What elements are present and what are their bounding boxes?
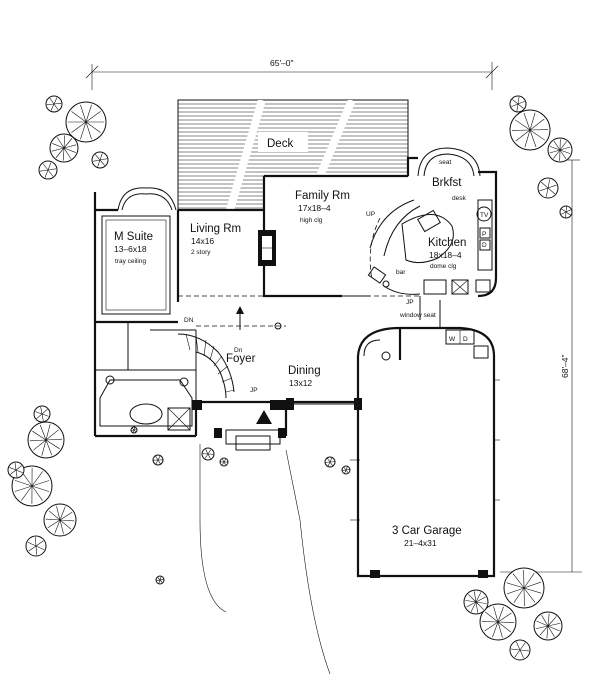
- tree: [537, 177, 559, 199]
- brkfst-label: Brkfst: [432, 177, 462, 189]
- dryer-label: D: [463, 336, 468, 343]
- width-dimension: 65'–0": [85, 58, 499, 90]
- kitchen-size: 18x18–4: [429, 250, 462, 260]
- tree: [45, 95, 63, 113]
- garage-size: 21–4x31: [404, 538, 437, 548]
- tree: [152, 454, 164, 466]
- pantry-label: P: [482, 231, 486, 238]
- dining-label: Dining: [288, 365, 321, 377]
- tree: [49, 133, 79, 163]
- bar-label: bar: [396, 269, 406, 276]
- family-room-label: Family Rm: [295, 190, 350, 202]
- tv-label: TV: [480, 212, 489, 219]
- tree: [25, 535, 47, 557]
- fireplace: [258, 230, 276, 266]
- tree: [155, 575, 165, 585]
- msuite-bay: [101, 187, 177, 315]
- deck: Deck: [177, 99, 409, 211]
- up-label: UP: [366, 211, 375, 218]
- msuite-size: 13–6x18: [114, 244, 147, 254]
- tree: [341, 465, 351, 475]
- msuite-note: tray ceiling: [115, 258, 146, 265]
- family-room-size: 17x18–4: [298, 203, 331, 213]
- dishwasher-label: D: [482, 242, 487, 249]
- brkfst-desk: desk: [452, 195, 466, 202]
- tree: [65, 101, 107, 143]
- kitchen-label: Kitchen: [428, 237, 466, 249]
- tree: [219, 457, 229, 467]
- window-seat-label: window seat: [399, 312, 436, 319]
- depth-dimension-label: 68'–4": [560, 354, 570, 378]
- tree: [324, 456, 336, 468]
- msuite-label: M Suite: [114, 231, 153, 243]
- tree: [533, 611, 563, 641]
- garage-details: [286, 379, 500, 578]
- kitchen-area: [342, 147, 493, 361]
- dn-label: DN: [184, 317, 194, 324]
- tree: [27, 421, 65, 459]
- tree: [38, 160, 58, 180]
- family-room-note: high clg: [300, 217, 323, 224]
- tree: [201, 447, 215, 461]
- tree: [503, 567, 545, 609]
- tree: [91, 151, 109, 169]
- tree: [130, 426, 138, 434]
- washer-label: W: [449, 336, 456, 343]
- living-room-size: 14x16: [191, 236, 214, 246]
- jp-foyer-label: JP: [250, 387, 258, 394]
- tree: [463, 589, 489, 615]
- kitchen-note: dome clg: [430, 263, 457, 270]
- walkway: [199, 444, 331, 674]
- tree: [43, 503, 77, 537]
- tree: [7, 461, 25, 479]
- tree: [509, 95, 527, 113]
- tree: [33, 405, 51, 423]
- foyer-entry: [192, 400, 286, 451]
- living-room-note: 2 story: [191, 249, 211, 256]
- tree: [547, 137, 573, 163]
- width-dimension-label: 65'–0": [270, 58, 294, 68]
- dining-size: 13x12: [289, 378, 312, 388]
- depth-dimension: 68'–4": [500, 159, 582, 573]
- landscaping-trees: [7, 95, 573, 661]
- tree: [559, 205, 573, 219]
- garage-label: 3 Car Garage: [392, 525, 462, 537]
- jp-kitchen-label: JP: [406, 299, 414, 306]
- living-room-label: Living Rm: [190, 223, 241, 235]
- brkfst-seat: seat: [439, 159, 451, 166]
- tree: [509, 109, 551, 151]
- foyer-label: Foyer: [226, 353, 256, 365]
- stairs: [177, 306, 282, 399]
- tree: [509, 639, 531, 661]
- deck-label: Deck: [267, 138, 293, 150]
- tree: [479, 603, 517, 641]
- interior-walls: [95, 295, 420, 436]
- dn-stair-label: Dn: [234, 347, 243, 354]
